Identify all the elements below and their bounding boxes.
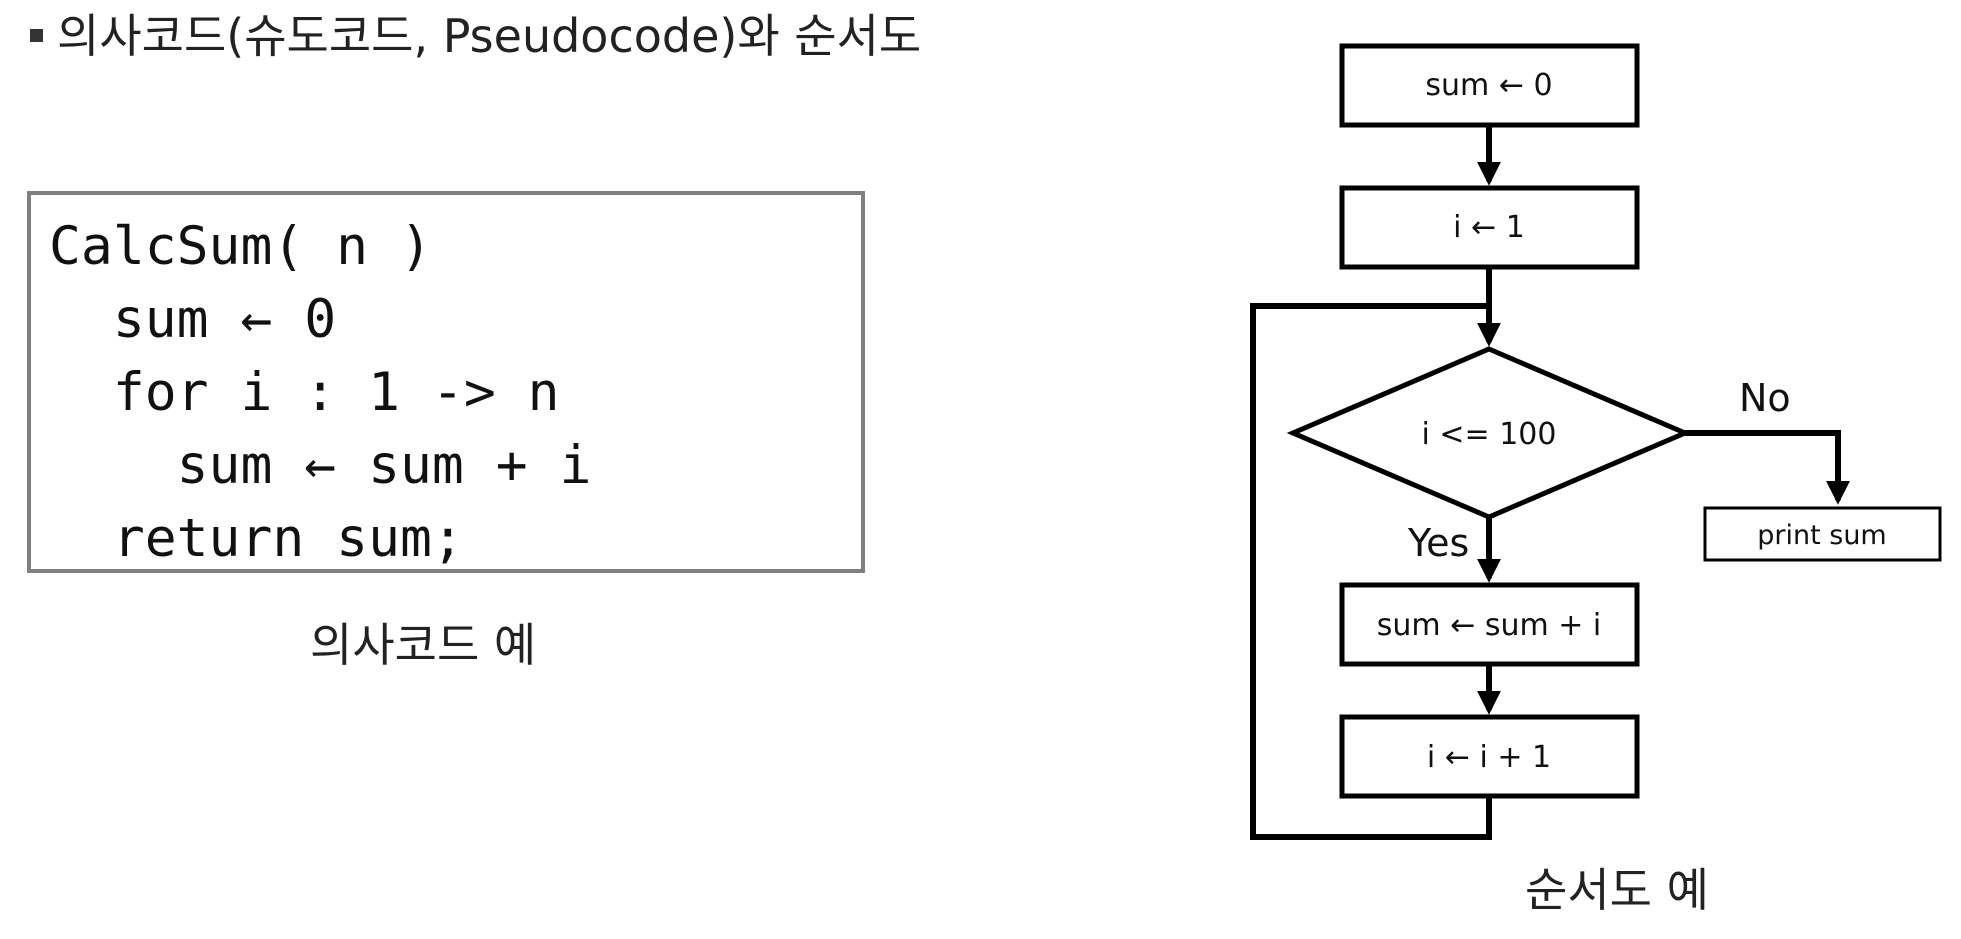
flow-label-increment: i ← i + 1 <box>1427 740 1551 775</box>
slide-title-text: 의사코드(슈도코드, Pseudocode)와 순서도 <box>57 9 922 63</box>
flow-label-accumulate: sum ← sum + i <box>1377 608 1602 643</box>
flow-label-init-i: i ← 1 <box>1453 210 1525 245</box>
flow-loop-back-line <box>1250 303 1492 840</box>
flow-label-output: print sum <box>1757 520 1887 551</box>
pseudocode-line: for i : 1 -> n <box>49 362 560 423</box>
pseudocode-line: sum ← 0 <box>49 289 337 350</box>
flow-label-yes: Yes <box>1407 521 1469 565</box>
pseudocode-line: return sum; <box>49 508 464 569</box>
pseudocode-line: CalcSum( n ) <box>49 216 432 277</box>
pseudocode-box: CalcSum( n ) sum ← 0 for i : 1 -> n sum … <box>27 191 865 573</box>
flow-label-condition: i <= 100 <box>1422 417 1557 452</box>
slide-title: 의사코드(슈도코드, Pseudocode)와 순서도 <box>30 6 921 66</box>
flow-box-output <box>1703 506 1942 562</box>
flow-label-no: No <box>1739 376 1791 420</box>
bullet-icon <box>30 29 43 42</box>
flowchart-caption: 순서도 예 <box>1525 863 1709 917</box>
flow-arrow-no <box>1685 430 1850 505</box>
pseudocode-caption: 의사코드 예 <box>310 618 537 672</box>
pseudocode-line: sum ← sum + i <box>49 435 592 496</box>
flow-label-init-sum: sum ← 0 <box>1425 68 1552 103</box>
flow-box-accumulate <box>1339 582 1640 667</box>
flow-box-init-i <box>1339 185 1640 270</box>
flow-box-init-sum <box>1339 43 1640 128</box>
